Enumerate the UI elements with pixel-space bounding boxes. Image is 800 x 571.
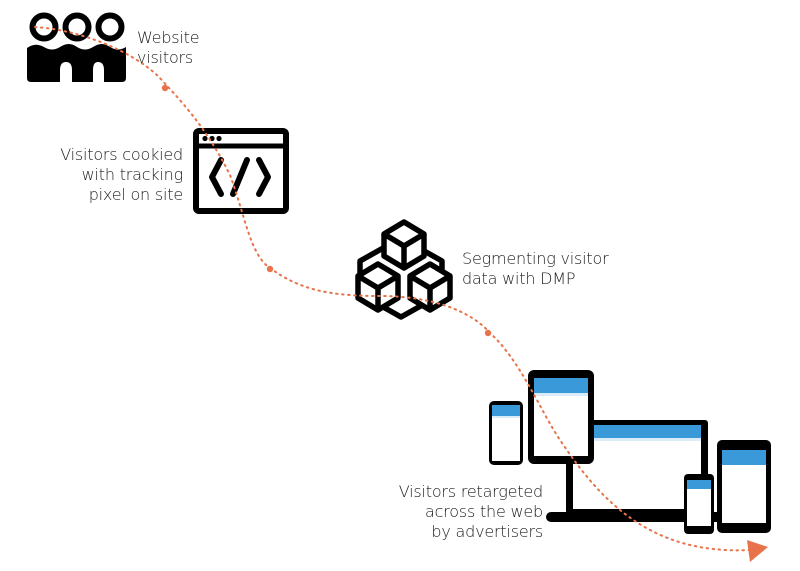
- label-line: by advertisers: [431, 522, 543, 541]
- arrowhead-icon: [747, 540, 768, 562]
- path-waypoint-dot: [161, 84, 169, 92]
- label-line: Visitors retargeted: [398, 482, 543, 501]
- phone-icon: [684, 474, 714, 534]
- step-label-retargeted: Visitors retargeted across the web by ad…: [380, 482, 543, 542]
- label-line: data with DMP: [462, 269, 576, 288]
- phone-icon: [489, 401, 523, 465]
- label-line: pixel on site: [88, 185, 183, 204]
- code-browser-window-icon: [193, 128, 289, 214]
- label-line: across the web: [424, 502, 543, 521]
- dotted-path: [34, 26, 751, 552]
- label-line: visitors: [137, 48, 194, 67]
- label-line: Visitors cookied: [60, 145, 183, 164]
- tablet-icon: [528, 370, 594, 464]
- laptop-icon: [546, 420, 726, 522]
- label-line: Website: [137, 28, 200, 47]
- step-label-cookied: Visitors cookied with tracking pixel on …: [40, 145, 183, 205]
- step-label-website-visitors: Website visitors: [137, 28, 200, 68]
- tablet-icon: [717, 440, 771, 533]
- cubes-cluster-icon: [355, 219, 453, 320]
- people-group-icon: [27, 12, 126, 82]
- label-line: Segmenting visitor: [462, 249, 609, 268]
- label-line: with tracking: [81, 165, 184, 184]
- step-label-dmp: Segmenting visitor data with DMP: [462, 249, 609, 289]
- multi-device-icon: [489, 370, 771, 534]
- path-waypoint-dot: [266, 265, 274, 273]
- flow-path: [34, 26, 768, 562]
- path-waypoint-dot: [484, 329, 492, 337]
